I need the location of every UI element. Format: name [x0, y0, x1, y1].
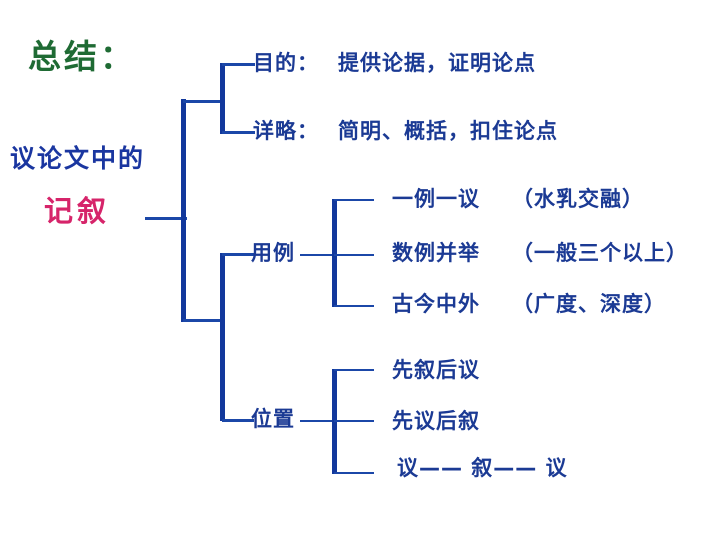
root-label-line1: 议论文中的 — [10, 144, 146, 173]
branch-label-usage: 用例 — [251, 241, 295, 265]
root-label-line2: 记叙 — [44, 194, 111, 228]
leaf-usage-3-note: （广度、深度） — [512, 292, 666, 316]
connector-root-to-spine — [145, 217, 187, 220]
branch-label-detail: 详略： — [253, 119, 319, 143]
spine-main — [181, 99, 186, 322]
bracket-usage-children — [332, 199, 337, 307]
connector-spine-to-upper-bracket — [183, 100, 225, 103]
branch-detail-purpose: 提供论据，证明论点 — [338, 51, 536, 75]
leaf-usage-3-text: 古今中外 — [392, 292, 480, 316]
bracket-upper — [220, 63, 225, 134]
stub-usage-child-2 — [334, 254, 374, 256]
stub-purpose — [222, 63, 255, 66]
stub-usage-child-3 — [334, 305, 374, 307]
branch-label-position: 位置 — [251, 407, 295, 431]
page-title: 总结： — [28, 37, 136, 76]
connector-position-to-bracket — [300, 420, 336, 422]
leaf-usage-2-note: （一般三个以上） — [512, 241, 688, 265]
stub-usage-child-1 — [334, 199, 374, 201]
leaf-usage-2-text: 数例并举 — [392, 241, 480, 265]
connector-spine-to-lower-bracket — [183, 319, 225, 322]
stub-position-child-3 — [334, 472, 374, 474]
stub-position — [222, 419, 254, 422]
leaf-usage-1-text: 一例一议 — [392, 187, 480, 211]
stub-usage — [222, 253, 254, 256]
leaf-usage-1-note: （水乳交融） — [512, 187, 644, 211]
branch-label-purpose: 目的： — [253, 51, 319, 75]
leaf-position-1-text: 先叙后议 — [392, 358, 480, 382]
stub-position-child-2 — [334, 420, 374, 422]
bracket-lower — [220, 253, 225, 421]
branch-detail-detail: 简明、概括，扣住论点 — [338, 119, 558, 143]
leaf-position-3-text: 议—— 叙—— 议 — [397, 456, 568, 480]
stub-position-child-1 — [334, 369, 374, 371]
connector-usage-to-bracket — [300, 254, 336, 256]
stub-detail — [222, 131, 255, 134]
leaf-position-2-text: 先议后叙 — [392, 409, 480, 433]
